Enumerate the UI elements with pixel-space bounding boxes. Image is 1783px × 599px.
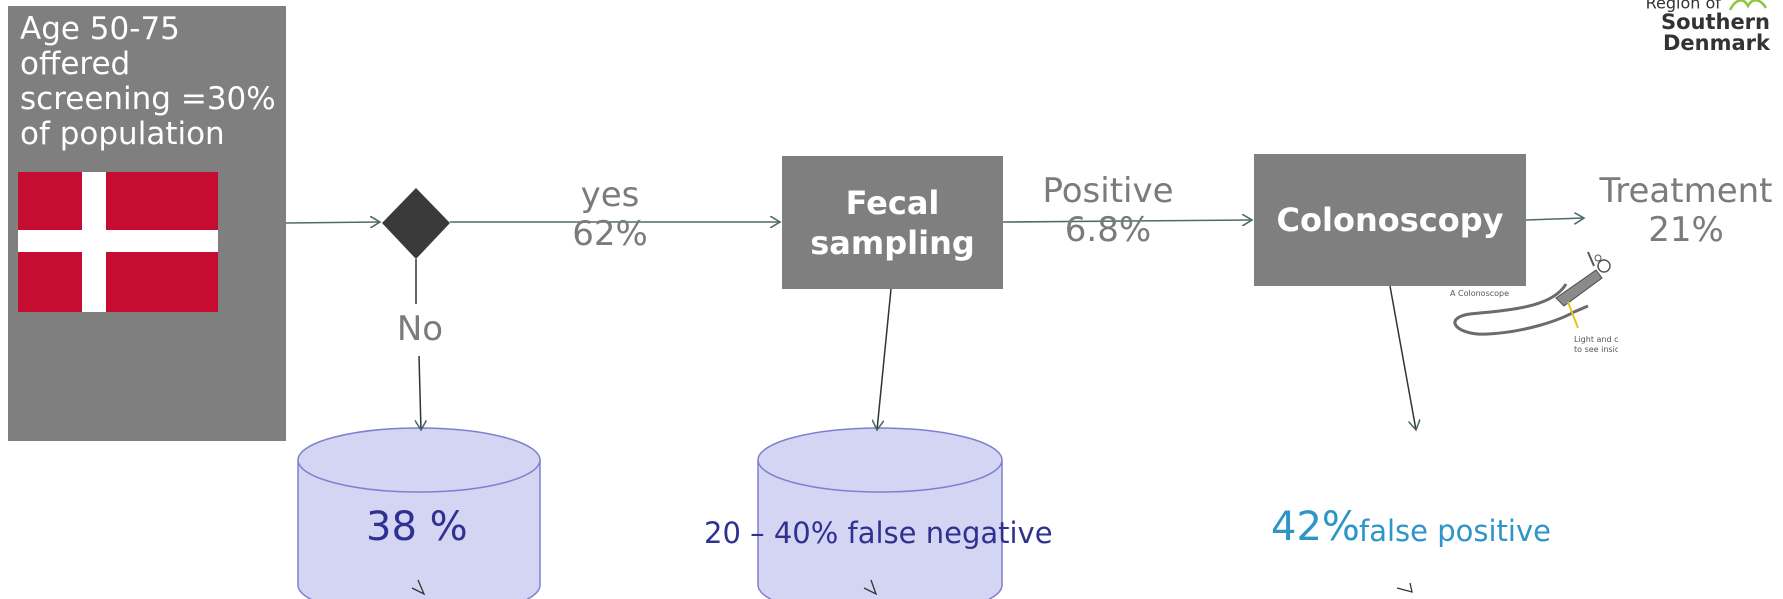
cylinder-no-result [297,427,541,599]
false-positive-percent: 42% [1271,504,1360,550]
no-result-percent: 38 % [366,504,468,550]
start-population-text: Age 50-75 offered screening =30% of popu… [20,11,276,152]
arrow-stub-no [411,579,426,596]
false-positive-label: false positive [1359,514,1551,548]
logo-line1: Region of [1645,0,1721,13]
arrow-fecal-to-false-negative [877,288,892,430]
denmark-flag-icon [18,172,218,312]
treatment-percent: 21% [1648,210,1724,250]
colonoscope-caption-line1: Light and camera [1574,335,1618,344]
positive-edge-label: Positive 6.8% [1018,172,1198,250]
fecal-sampling-line1: Fecal [845,183,940,222]
treatment-label: Treatment [1599,171,1773,211]
yes-label: yes [580,175,640,215]
treatment-label-group: Treatment 21% [1586,172,1783,250]
arrow-colonoscopy-to-false-positive [1389,285,1416,430]
fecal-sampling-box: Fecal sampling [782,156,1003,289]
colonoscope-title: A Colonoscope [1450,289,1509,298]
arrow-stub-fecal [863,579,878,596]
cylinder-false-negative [757,427,1003,599]
colonoscope-caption-line2: to see inside [1574,345,1618,354]
yes-percent: 62% [572,214,648,254]
arrow-positive-to-colonoscopy [1002,220,1252,222]
logo-leaf-icon [1728,0,1768,11]
colonoscopy-label: Colonoscopy [1276,201,1504,239]
region-logo: Region of Southern Denmark [1580,0,1770,54]
fecal-sampling-line2: sampling [810,223,975,262]
no-edge-label: No [380,310,460,349]
false-negative-text: 20 – 40% false negative [704,516,1053,550]
yes-edge-label: yes 62% [545,176,675,254]
logo-line2: Southern Denmark [1660,10,1770,55]
no-label: No [396,309,444,349]
positive-label: Positive [1042,171,1174,211]
decision-diamond [382,188,450,259]
arrow-colonoscopy-to-treatment [1525,218,1584,220]
arrow-stub-false-positive [1396,582,1413,593]
colonoscope-illustration: A Colonoscope Light and camera to see in… [1450,251,1618,354]
colonoscopy-box: Colonoscopy [1254,154,1526,286]
arrow-start-to-decision [285,222,380,223]
positive-percent: 6.8% [1064,210,1152,250]
arrow-no-to-cylinder [419,355,421,430]
